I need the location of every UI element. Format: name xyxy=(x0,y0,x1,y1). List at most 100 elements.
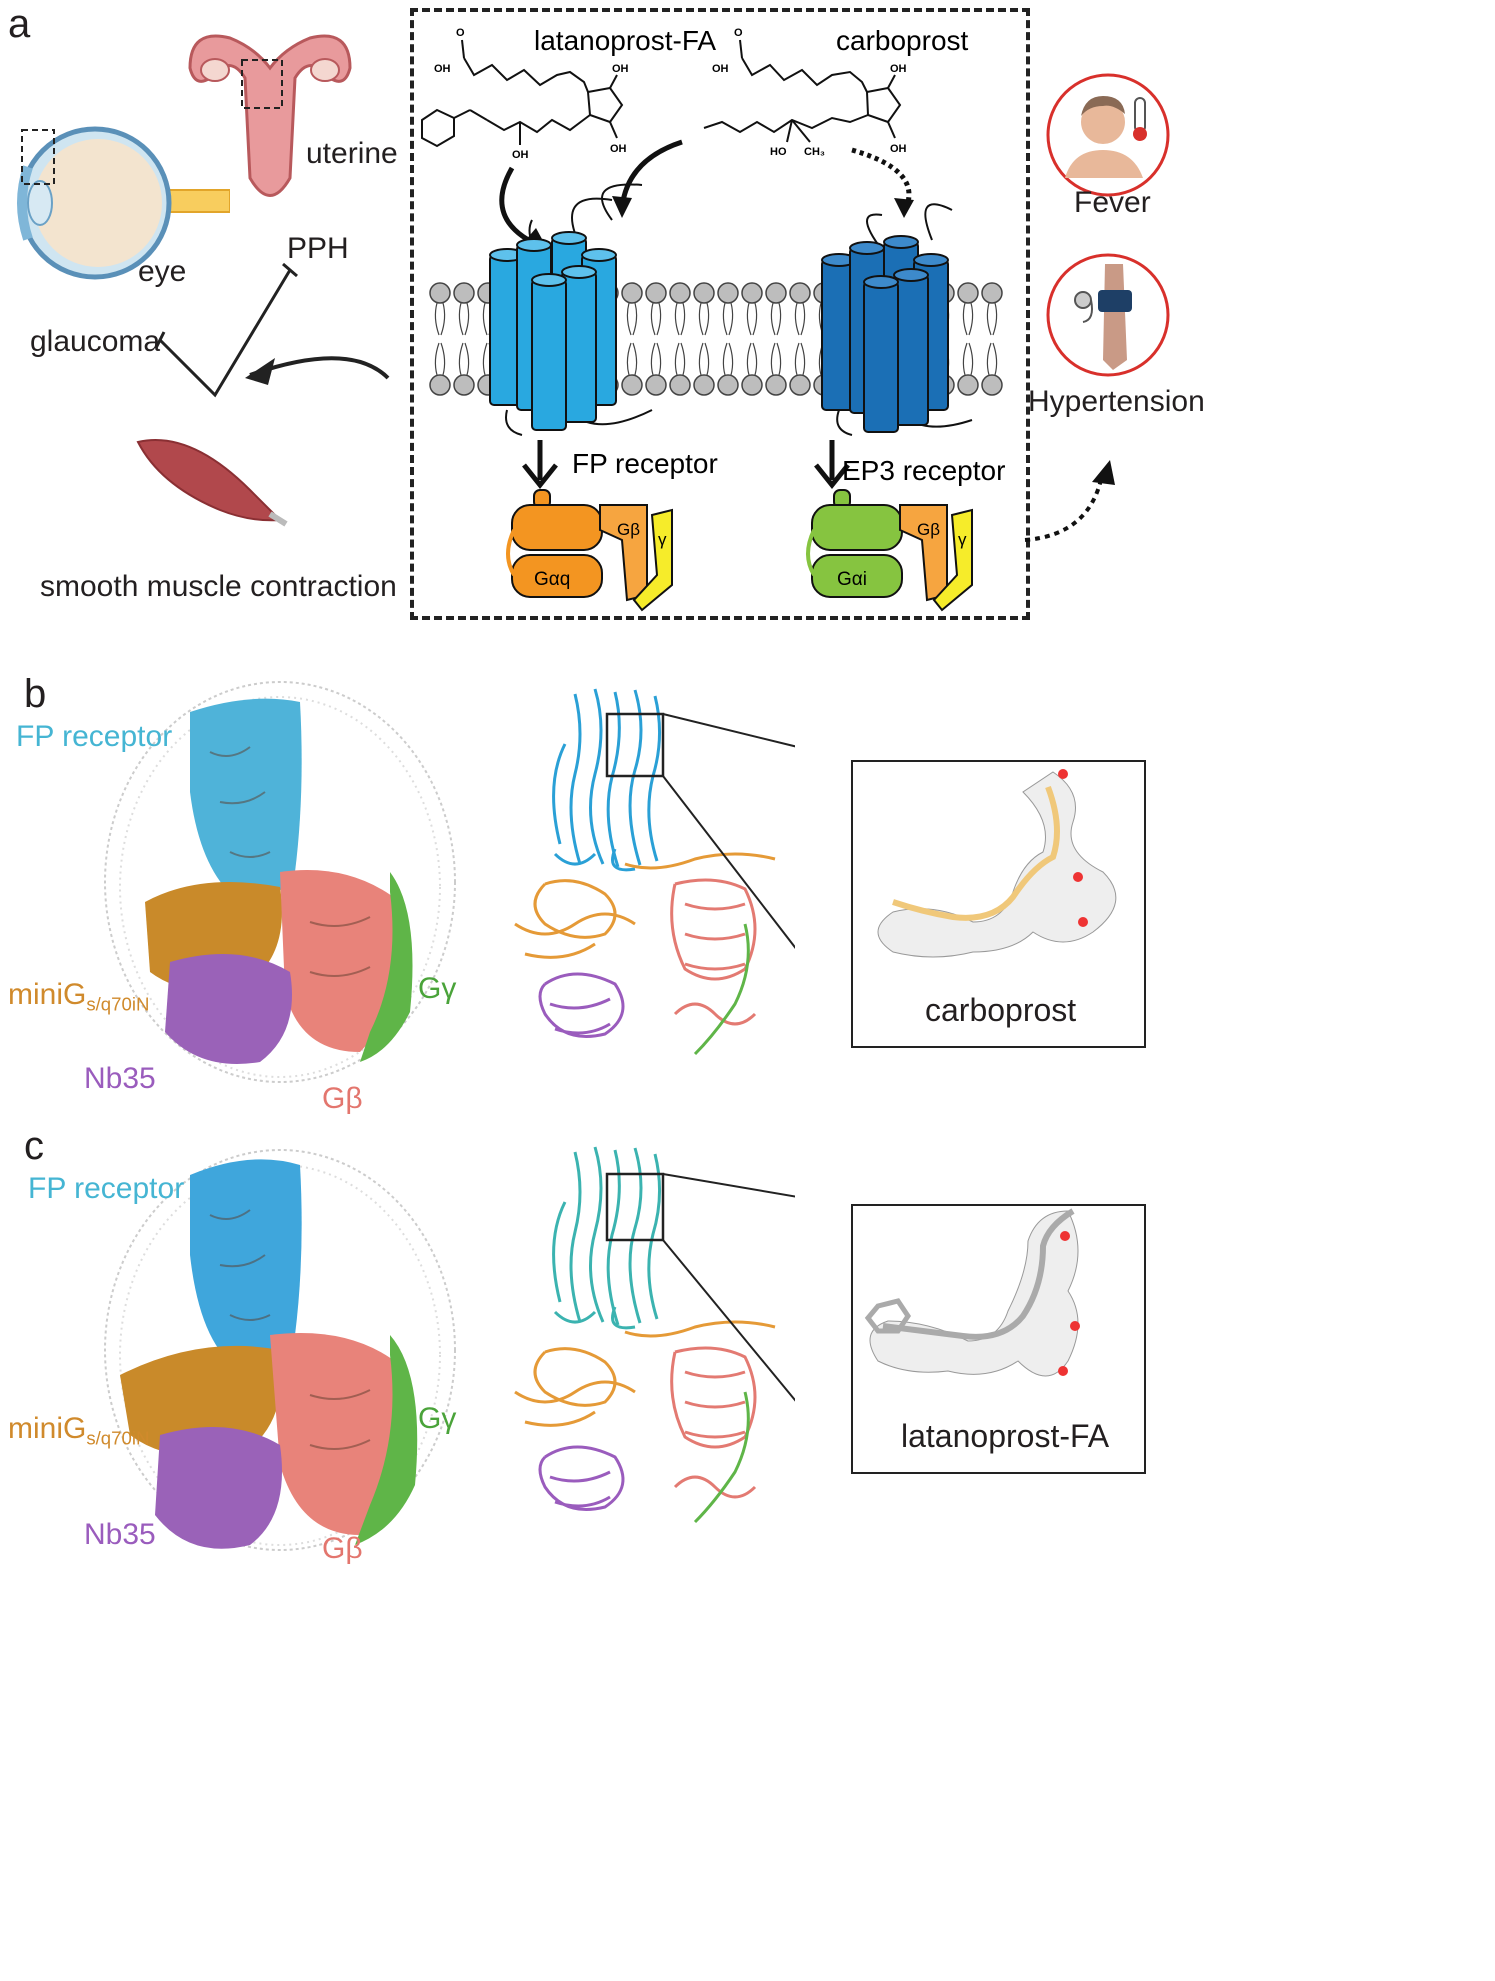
map-b-minig-label: miniGs/q70iN xyxy=(8,978,149,1016)
gi-heterotrimer: Gβ γ Gαi xyxy=(806,489,973,612)
chem-o-1: O xyxy=(456,27,465,39)
lipid-head xyxy=(981,282,1003,304)
ligand-label-latanoprost: latanoprost-FA xyxy=(534,25,716,56)
lipid-head xyxy=(429,374,451,396)
map-b-minig-subscript: s/q70iN xyxy=(86,993,150,1015)
lipid-tail xyxy=(626,302,638,336)
lipid-tail xyxy=(770,342,782,376)
uterine-label: uterine xyxy=(306,137,398,170)
map-c-minig-label: miniGs/q70iN xyxy=(8,1412,149,1450)
map-c-g-gamma-label: Gγ xyxy=(418,1402,457,1435)
map-b-nb35-label: Nb35 xyxy=(84,1062,156,1095)
map-b-fp-receptor-label: FP receptor xyxy=(16,720,173,753)
gi-beta-label: Gβ xyxy=(917,520,940,539)
chem-ho: HO xyxy=(770,146,787,158)
zoom-c-ligand-label: latanoprost-FA xyxy=(901,1418,1110,1454)
lipid-head xyxy=(741,374,763,396)
lipid-head xyxy=(693,374,715,396)
inhibition-lines xyxy=(154,262,390,398)
ep3-receptor-label: EP3 receptor xyxy=(842,455,1005,486)
cryoem-map-b xyxy=(104,681,456,1083)
eye-illustration xyxy=(17,126,230,280)
chem-oh-4: OH xyxy=(512,149,529,161)
lipid-tail xyxy=(746,302,758,336)
chem-oh-1: OH xyxy=(434,63,451,75)
panel-label-b: b xyxy=(24,672,47,716)
lipid-tail xyxy=(458,342,470,376)
lipid-tail xyxy=(698,302,710,336)
chem-oh-2: OH xyxy=(612,63,629,75)
chem-ch3: CH₃ xyxy=(804,146,825,158)
lipid-tail xyxy=(794,302,806,336)
map-b-g-beta-label: Gβ xyxy=(322,1082,363,1115)
fever-label: Fever xyxy=(1074,186,1151,219)
lipid-head xyxy=(693,282,715,304)
lipid-head xyxy=(717,282,739,304)
glaucoma-label: glaucoma xyxy=(30,325,161,358)
lipid-head xyxy=(957,282,979,304)
lipid-head xyxy=(621,374,643,396)
gi-to-hypertension-arrow xyxy=(1024,460,1115,542)
signaling-box xyxy=(410,8,1030,620)
lipid-head xyxy=(645,282,667,304)
fever-icon xyxy=(1046,73,1170,197)
signaling-diagram: OH O OH OH OH latanoprost-FA OH O OH OH … xyxy=(421,25,1005,612)
lipid-tail xyxy=(722,302,734,336)
lipid-head xyxy=(453,374,475,396)
ligand-density-b xyxy=(877,769,1117,958)
lipid-head xyxy=(957,374,979,396)
lipid-tail xyxy=(674,342,686,376)
lipid-head xyxy=(789,282,811,304)
panel-label-a: a xyxy=(8,2,31,46)
gi-gamma-label: γ xyxy=(958,530,967,549)
lipid-tail xyxy=(986,302,998,336)
chem-oh-3: OH xyxy=(610,143,627,155)
map-b-minig-text: miniG xyxy=(8,978,87,1011)
g-alpha-q-label: Gαq xyxy=(534,569,570,590)
zoom-box-c: latanoprost-FA xyxy=(851,1204,1146,1474)
cryoem-map-c xyxy=(104,1149,456,1551)
zoom-box-b: carboprost xyxy=(851,760,1146,1048)
smooth-muscle-label: smooth muscle contraction xyxy=(40,570,397,603)
zoom-b-ligand-label: carboprost xyxy=(925,992,1077,1028)
lipid-tail xyxy=(434,302,446,336)
lipid-head xyxy=(981,374,1003,396)
map-c-g-beta-label: Gβ xyxy=(322,1532,363,1565)
lipid-tail xyxy=(794,342,806,376)
lipid-head xyxy=(741,282,763,304)
chem-oh-5: OH xyxy=(712,63,729,75)
fp-receptor-label: FP receptor xyxy=(572,448,718,479)
hypertension-icon xyxy=(1046,253,1170,377)
lipid-head xyxy=(669,374,691,396)
lipid-tail xyxy=(698,342,710,376)
uterus-illustration xyxy=(188,34,352,197)
eye-label: eye xyxy=(138,255,187,288)
lipid-tail xyxy=(626,342,638,376)
lipid-head xyxy=(429,282,451,304)
lipid-tail xyxy=(722,342,734,376)
gq-heterotrimer: Gβ γ Gαq xyxy=(506,489,673,612)
lipid-head xyxy=(453,282,475,304)
lipid-tail xyxy=(746,342,758,376)
pph-label: PPH xyxy=(287,232,349,265)
ribbon-model-b xyxy=(514,688,795,1056)
lipid-tail xyxy=(986,342,998,376)
lipid-head xyxy=(789,374,811,396)
gq-beta-label: Gβ xyxy=(617,520,640,539)
map-c-minig-text: miniG xyxy=(8,1412,87,1445)
map-c-nb35-label: Nb35 xyxy=(84,1518,156,1551)
lipid-head xyxy=(765,374,787,396)
chem-oh-7: OH xyxy=(890,143,907,155)
lipid-tail xyxy=(458,302,470,336)
g-alpha-i-label: Gαi xyxy=(837,569,867,590)
lipid-head xyxy=(645,374,667,396)
lipid-tail xyxy=(650,302,662,336)
lipid-tail xyxy=(650,342,662,376)
fp-receptor-cylinders xyxy=(489,183,653,436)
chem-o-2: O xyxy=(734,27,743,39)
panel-label-c: c xyxy=(24,1124,44,1168)
map-c-minig-subscript: s/q70iN xyxy=(86,1427,150,1449)
lipid-tail xyxy=(962,342,974,376)
ligand-density-c xyxy=(864,1208,1080,1377)
lipid-tail xyxy=(770,302,782,336)
